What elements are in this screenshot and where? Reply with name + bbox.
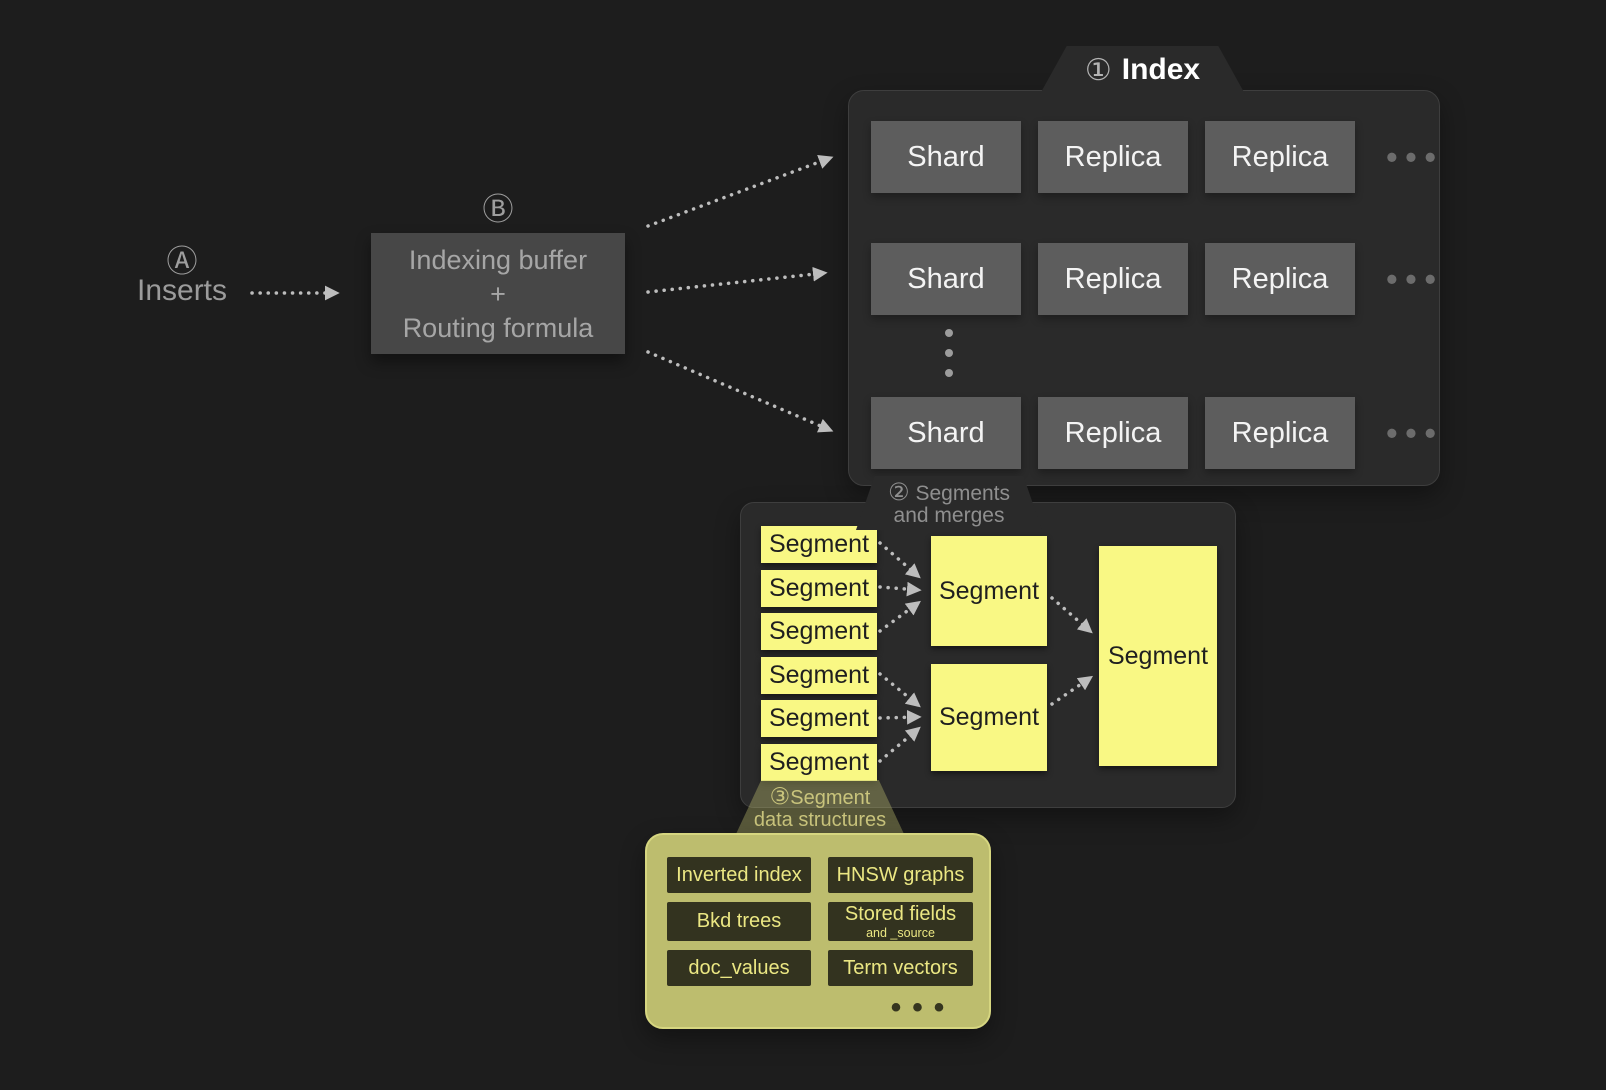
shard-row-2: Shard Replica Replica ••• [871, 243, 1450, 315]
index-tab: ① Index [1040, 46, 1245, 94]
structures-subtitle: data structures [753, 809, 887, 831]
segment-box-final: Segment [1099, 546, 1217, 766]
stored-fields-sub: and _source [866, 926, 935, 940]
badge-a: Ⓐ [166, 244, 198, 279]
shard-row-3: Shard Replica Replica ••• [871, 397, 1450, 469]
segment-box-merged: Segment [931, 536, 1047, 646]
replica-cell: Replica [1038, 243, 1188, 315]
vertical-ellipsis [939, 329, 959, 377]
segments-title: Segments [915, 482, 1011, 505]
arrow-buffer-to-row1 [646, 154, 834, 228]
structure-item-inverted-index: Inverted index [667, 857, 811, 893]
segments-badge: ② [887, 479, 910, 506]
index-panel: Shard Replica Replica ••• Shard Replica … [848, 90, 1440, 486]
structure-item-term-vectors: Term vectors [828, 950, 973, 986]
buffer-line-1: Indexing buffer [408, 244, 588, 275]
replica-cell: Replica [1038, 397, 1188, 469]
replica-cell: Replica [1205, 121, 1355, 193]
structures-title: Segment [790, 787, 871, 809]
shard-cell: Shard [871, 121, 1021, 193]
index-title: Index [1121, 53, 1201, 86]
inserts-label: Inserts [136, 274, 228, 307]
row-ellipsis: ••• [1386, 261, 1444, 297]
shard-cell: Shard [871, 243, 1021, 315]
buffer-line-3: Routing formula [402, 312, 594, 343]
structure-item-hnsw-graphs: HNSW graphs [828, 857, 973, 893]
replica-cell: Replica [1205, 397, 1355, 469]
row-ellipsis: ••• [1386, 139, 1444, 175]
segment-box-merged: Segment [931, 664, 1047, 771]
structure-item-doc-values: doc_values [667, 950, 811, 986]
stored-fields-label: Stored fields [844, 903, 957, 925]
replica-cell: Replica [1038, 121, 1188, 193]
segment-box-small: Segment [761, 570, 877, 607]
shard-row-1: Shard Replica Replica ••• [871, 121, 1450, 193]
segment-box-small: Segment [761, 657, 877, 694]
segment-box-small: Segment [761, 744, 877, 781]
arrow-buffer-to-row2 [646, 266, 828, 294]
shard-cell: Shard [871, 397, 1021, 469]
row-ellipsis: ••• [1386, 415, 1444, 451]
segments-subtitle: and merges [893, 504, 1005, 527]
segments-panel: Segment Segment Segment Segment Segment … [740, 502, 1236, 808]
structure-item-stored-fields: Stored fields and _source [828, 902, 973, 941]
arrow-buffer-to-row3 [646, 350, 834, 433]
replica-cell: Replica [1205, 243, 1355, 315]
badge-b: Ⓑ [482, 192, 514, 227]
structure-item-bkd-trees: Bkd trees [667, 902, 811, 941]
structures-panel: Inverted index HNSW graphs Bkd trees Sto… [645, 833, 991, 1029]
structures-tab: ③Segment data structures [736, 780, 904, 834]
indexing-buffer-box: Indexing buffer + Routing formula [371, 233, 625, 354]
buffer-line-2: + [490, 278, 506, 309]
segment-box-small: Segment [761, 700, 877, 737]
segment-box-small: Segment [761, 526, 877, 563]
structures-tab-line1: ③Segment [736, 783, 904, 810]
index-badge: ① [1084, 53, 1112, 87]
structures-ellipsis: ••• [890, 991, 956, 1024]
structures-badge: ③ [769, 783, 791, 809]
segment-box-small: Segment [761, 613, 877, 650]
